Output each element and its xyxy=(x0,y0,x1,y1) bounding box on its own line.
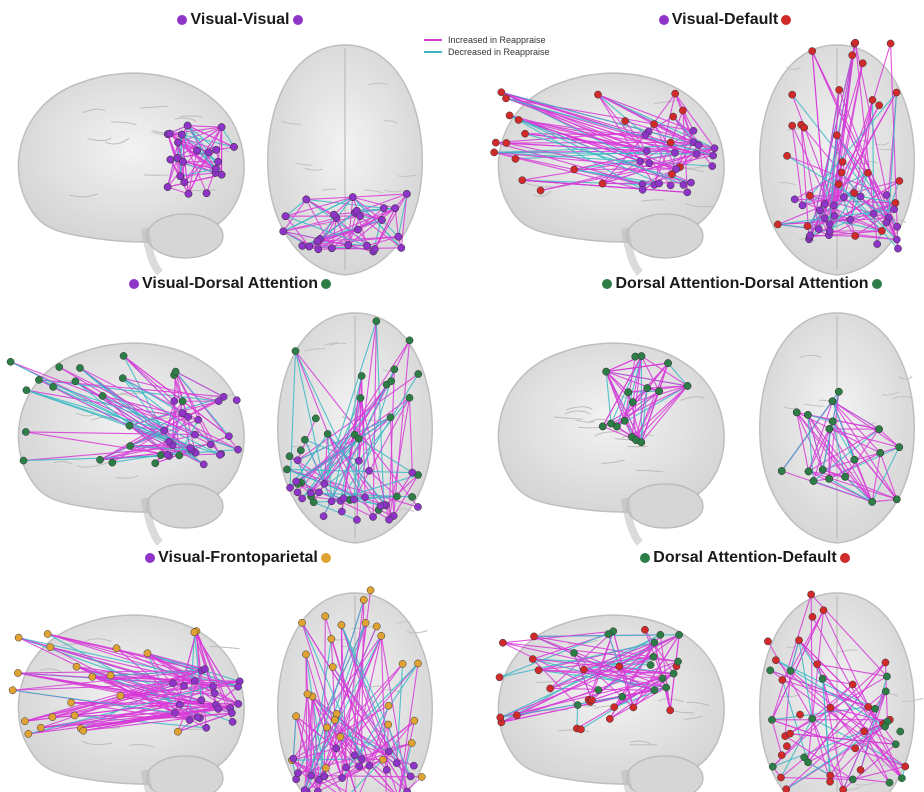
axial-view xyxy=(759,590,924,792)
panel-title-text: Dorsal Attention-Default xyxy=(653,549,837,566)
axial-view xyxy=(277,586,433,792)
increased-swatch xyxy=(424,39,442,41)
legend: Increased in Reappraise Decreased in Rea… xyxy=(424,34,550,58)
axial-view xyxy=(277,312,433,544)
panel-title-visual-default: Visual-Default xyxy=(640,8,810,32)
panel-visual-frontoparietal xyxy=(8,586,433,792)
visual-network-dot xyxy=(128,279,139,289)
panel-dorsal-attention-default xyxy=(495,590,924,792)
frontoparietal-network-dot xyxy=(320,553,331,563)
dorsal-attention-network-dot xyxy=(640,553,651,563)
panel-visual-visual xyxy=(17,44,423,276)
visual-network-dot xyxy=(177,15,188,25)
panel-title-text: Visual-Dorsal Attention xyxy=(141,275,319,292)
panel-title-visual-visual: Visual-Visual xyxy=(150,8,330,32)
panel-title-visual-frontoparietal: Visual-Frontoparietal xyxy=(118,546,358,570)
sagittal-view xyxy=(490,72,725,276)
sagittal-view xyxy=(495,614,725,792)
decreased-swatch xyxy=(424,51,442,53)
legend-increased-label: Increased in Reappraise xyxy=(448,35,546,45)
dorsal-attention-network-dot xyxy=(602,279,613,289)
legend-item-decreased: Decreased in Reappraise xyxy=(424,46,550,58)
panel-title-dorsal-attention-dorsal-attention: Dorsal Attention-Dorsal Attention xyxy=(560,272,924,296)
axial-view xyxy=(759,312,915,544)
legend-item-increased: Increased in Reappraise xyxy=(424,34,550,46)
panel-title-visual-dorsal-attention: Visual-Dorsal Attention xyxy=(100,272,360,296)
sagittal-view xyxy=(8,614,245,792)
dorsal-attention-network-dot xyxy=(871,279,882,289)
default-network-dot xyxy=(781,15,792,25)
panel-visual-dorsal-attention xyxy=(6,312,433,546)
visual-network-dot xyxy=(145,553,156,563)
axial-view xyxy=(759,38,915,276)
panel-visual-default xyxy=(490,38,915,276)
legend-decreased-label: Decreased in Reappraise xyxy=(448,47,550,57)
panel-title-text: Visual-Visual xyxy=(190,11,290,28)
sagittal-view xyxy=(6,342,245,546)
dorsal-attention-network-dot xyxy=(321,279,332,289)
panel-dorsal-attention-dorsal-attention xyxy=(497,312,915,546)
visual-network-dot xyxy=(292,15,303,25)
panel-title-text: Visual-Default xyxy=(671,11,779,28)
panel-title-text: Dorsal Attention-Dorsal Attention xyxy=(615,275,869,292)
axial-view xyxy=(267,44,423,276)
default-network-dot xyxy=(839,553,850,563)
visual-network-dot xyxy=(658,15,669,25)
sagittal-view xyxy=(17,72,245,276)
sagittal-view xyxy=(497,342,725,546)
panel-title-dorsal-attention-default: Dorsal Attention-Default xyxy=(610,546,880,570)
panel-title-text: Visual-Frontoparietal xyxy=(158,549,318,566)
